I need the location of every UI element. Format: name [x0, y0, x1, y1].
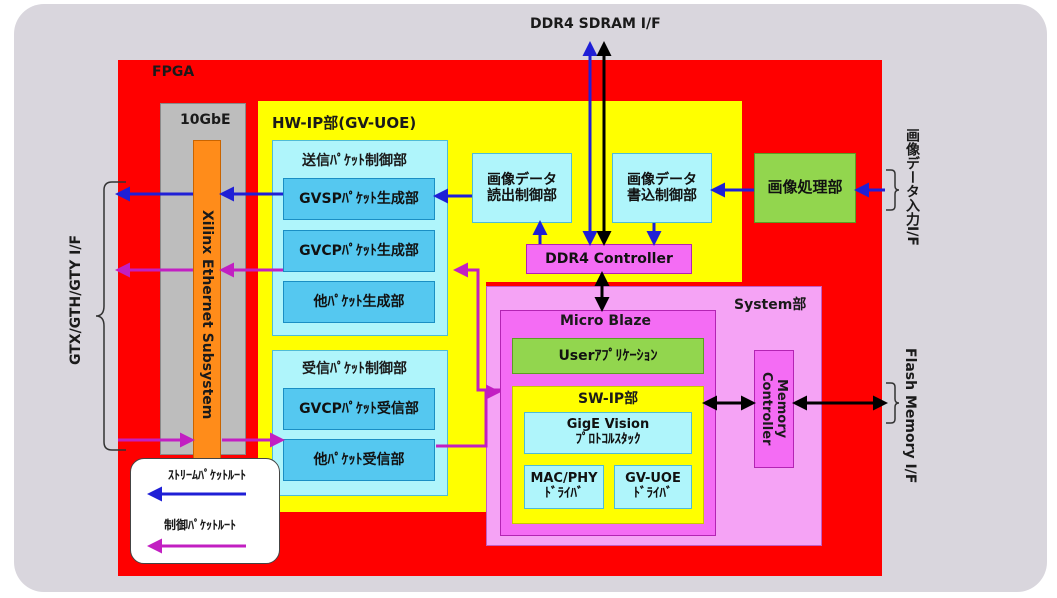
rx-control-label: 受信ﾊﾟｹｯﾄ制御部 [302, 361, 407, 377]
tengbe-label: 10GbE [180, 112, 231, 128]
user-application: Userｱﾌﾟﾘｹｰｼｮﾝ [512, 338, 704, 374]
xilinx-ethernet-label: Xilinx Ethernet Subsystem [199, 210, 215, 420]
legend-control-label: 制御ﾊﾟｹｯﾄﾙｰﾄ [164, 518, 237, 532]
gvcp-packet-receiver: GVCPﾊﾟｹｯﾄ受信部 [283, 388, 435, 430]
fpga-label: FPGA [152, 64, 195, 80]
image-write-controller: 画像データ 書込制御部 [612, 153, 712, 223]
microblaze-label: Micro Blaze [560, 313, 651, 329]
control-path-microblaze-to-gvcp [453, 262, 500, 392]
control-path-rx-to-microblaze [436, 384, 501, 448]
hwip-label: HW-IP部(GV-UOE) [272, 114, 417, 132]
gv-uoe-driver: GV-UOE ﾄﾞﾗｲﾊﾞ [614, 465, 692, 509]
gvsp-packet-generator: GVSPﾊﾟｹｯﾄ生成部 [283, 178, 435, 220]
other-packet-receiver: 他ﾊﾟｹｯﾄ受信部 [283, 439, 435, 481]
image-read-controller: 画像データ 読出制御部 [472, 153, 572, 223]
ddr4-controller: DDR4 Controller [526, 244, 692, 274]
memory-controller-label: Memory Controller [759, 372, 789, 446]
image-input-if-label: 画像データ入力I/F [904, 128, 920, 246]
right-brace-image [886, 169, 900, 211]
ddr4-sdram-if-label: DDR4 SDRAM I/F [530, 16, 661, 32]
system-label: System部 [734, 297, 807, 313]
swip-label: SW-IP部 [578, 391, 639, 407]
flash-memory-if-label: Flash Memory I/F [902, 348, 918, 484]
xilinx-ethernet-subsystem [193, 140, 221, 490]
legend-stream-label: ｽﾄﾘｰﾑﾊﾟｹｯﾄﾙｰﾄ [168, 468, 247, 482]
gige-vision-stack: GigE Vision ﾌﾟﾛﾄｺﾙｽﾀｯｸ [524, 412, 692, 454]
tx-control-label: 送信ﾊﾟｹｯﾄ制御部 [302, 153, 407, 169]
other-packet-generator: 他ﾊﾟｹｯﾄ生成部 [283, 281, 435, 323]
gvcp-packet-generator: GVCPﾊﾟｹｯﾄ生成部 [283, 230, 435, 272]
image-processing-block: 画像処理部 [754, 153, 856, 223]
left-brace [95, 181, 126, 451]
mac-phy-driver: MAC/PHY ﾄﾞﾗｲﾊﾞ [524, 465, 604, 509]
right-brace-flash [886, 382, 900, 424]
